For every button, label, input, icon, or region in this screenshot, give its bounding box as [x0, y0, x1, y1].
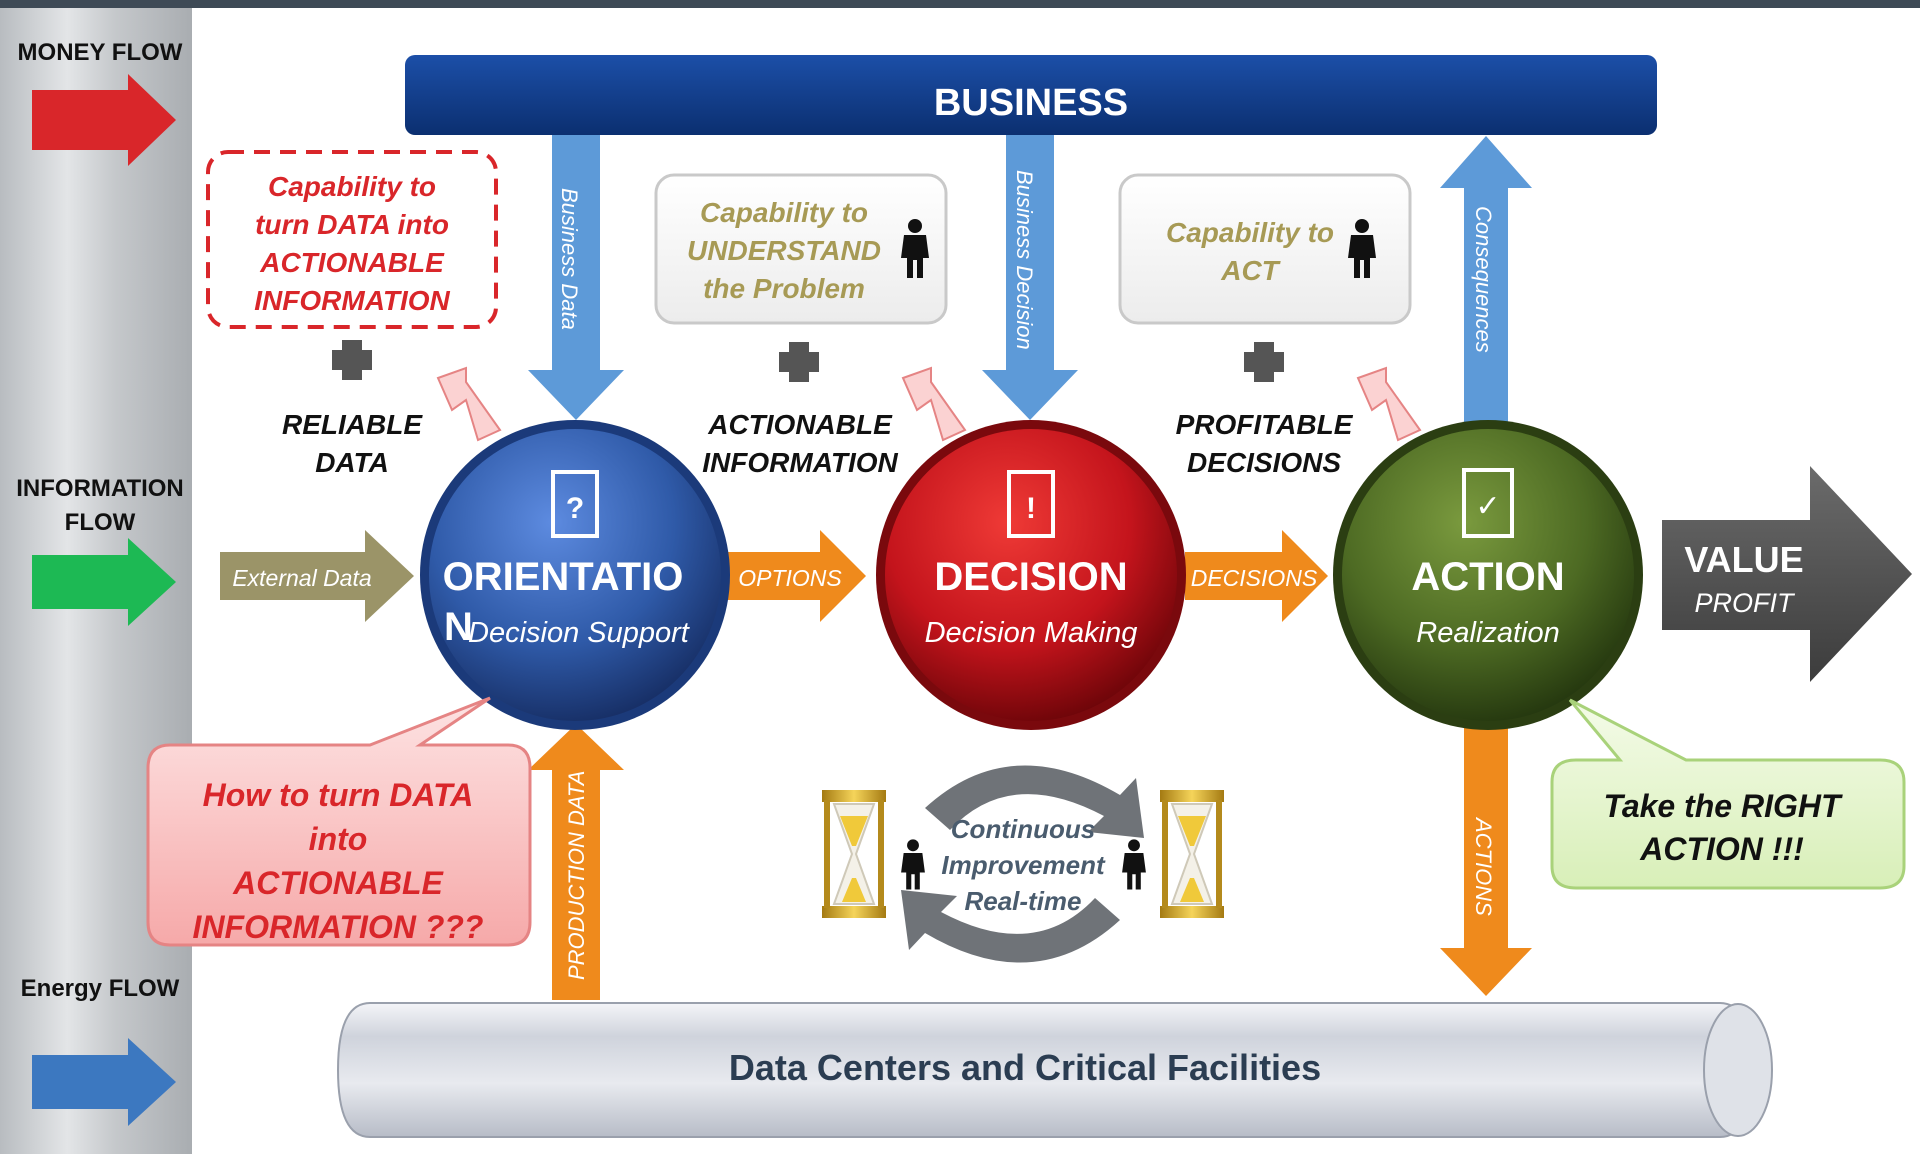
continuous-improvement-cycle: Continuous Improvement Real-time: [901, 765, 1146, 963]
orientation-subtitle: Decision Support: [468, 617, 691, 649]
question-callout-line1: How to turn DATA: [203, 777, 474, 813]
question-callout-line2: into: [309, 821, 368, 857]
person-icon: [901, 839, 925, 890]
options-arrow: [725, 530, 866, 622]
cycle-line3: Real-time: [964, 886, 1081, 916]
orientation-title-line1: ORIENTATIO: [443, 555, 684, 599]
decision-title: DECISION: [934, 555, 1127, 599]
external-data-label: External Data: [232, 565, 371, 591]
cycle-line1: Continuous: [951, 814, 1095, 844]
pink-pointer-arrow: [436, 366, 502, 442]
plus-icon: [332, 340, 372, 380]
capability-data-line2: turn DATA into: [255, 209, 449, 240]
business-bar: [405, 55, 1657, 135]
person-icon: [1122, 839, 1146, 890]
profitable-decisions-line1: PROFITABLE: [1176, 409, 1354, 440]
actionable-information-line1: ACTIONABLE: [707, 409, 893, 440]
checkmark-document-icon: [1462, 468, 1514, 538]
value-title: VALUE: [1684, 539, 1803, 580]
question-callout-line4: INFORMATION ???: [193, 909, 484, 945]
capability-act-line1: Capability to: [1166, 217, 1334, 248]
capability-data-line3: ACTIONABLE: [259, 247, 445, 278]
exclamation-document-icon: [1007, 470, 1055, 538]
action-title: ACTION: [1411, 555, 1564, 599]
action-node: ✓ ACTION Realization: [1333, 420, 1643, 730]
capability-data-box: [206, 150, 498, 329]
question-callout-line3: ACTIONABLE: [232, 865, 444, 901]
decision-node: ! DECISION Decision Making: [876, 420, 1186, 730]
top-bar: [0, 0, 1920, 8]
data-centers-pipe: Data Centers and Critical Facilities: [336, 1002, 1773, 1138]
information-flow-label-line1: INFORMATION: [16, 475, 184, 502]
information-flow-arrow: [32, 538, 176, 626]
hourglass-icon: [822, 790, 886, 918]
decisions-arrow: [1185, 530, 1328, 622]
orientation-glyph: ?: [566, 492, 584, 525]
decision-subtitle: Decision Making: [925, 617, 1138, 649]
consequences-arrow: [1440, 136, 1532, 430]
business-data-arrow: [528, 135, 624, 420]
actions-arrow: [1440, 722, 1532, 996]
capability-understand-line1: Capability to: [700, 197, 868, 228]
business-decision-label: Business Decision: [1012, 170, 1037, 350]
capability-data-line4: INFORMATION: [254, 285, 450, 316]
profitable-decisions-line2: DECISIONS: [1187, 447, 1341, 478]
value-arrow: [1662, 466, 1912, 682]
capability-understand-line2: UNDERSTAND: [687, 235, 881, 266]
actionable-information-line2: INFORMATION: [702, 447, 898, 478]
capability-act-line2: ACT: [1220, 255, 1281, 286]
data-centers-label: Data Centers and Critical Facilities: [729, 1047, 1321, 1088]
business-label: BUSINESS: [934, 82, 1128, 124]
energy-flow-label: Energy FLOW: [21, 975, 180, 1002]
money-flow-arrow: [32, 74, 176, 166]
orientation-node: ? ORIENTATIO N Decision Support: [420, 420, 730, 730]
consequences-label: Consequences: [1471, 206, 1496, 353]
cycle-arrows-icon: [925, 765, 1144, 838]
value-subtitle: PROFIT: [1695, 588, 1797, 618]
capability-understand-line3: the Problem: [703, 273, 865, 304]
information-flow-label-line2: FLOW: [65, 509, 136, 536]
production-data-arrow: [528, 724, 624, 1000]
reliable-data-line2: DATA: [315, 447, 389, 478]
energy-flow-arrow: [32, 1038, 176, 1126]
action-subtitle: Realization: [1416, 617, 1559, 649]
business-data-label: Business Data: [557, 188, 582, 330]
money-flow-label: MONEY FLOW: [18, 39, 183, 66]
plus-icon: [779, 342, 819, 382]
cycle-arrows-icon: [901, 890, 1120, 963]
question-document-icon: [551, 470, 599, 538]
right-action-line2: ACTION !!!: [1639, 831, 1804, 867]
reliable-data-line1: RELIABLE: [282, 409, 423, 440]
capability-data-line1: Capability to: [268, 171, 436, 202]
decision-glyph: !: [1026, 492, 1036, 525]
pink-pointer-arrow: [1356, 366, 1422, 442]
capability-understand-box: [654, 173, 948, 325]
external-data-arrow: [220, 530, 414, 622]
hourglass-icon: [1160, 790, 1224, 918]
pink-pointer-arrow: [901, 366, 967, 442]
orientation-title-line2: N: [444, 605, 473, 649]
business-decision-arrow: [982, 135, 1078, 420]
production-data-label: PRODUCTION DATA: [564, 771, 589, 980]
cycle-line2: Improvement: [941, 850, 1106, 880]
plus-icon: [1244, 342, 1284, 382]
decisions-label: DECISIONS: [1191, 565, 1318, 591]
right-action-callout: [1550, 698, 1906, 890]
action-glyph: ✓: [1475, 490, 1500, 523]
capability-act-box: [1118, 173, 1412, 325]
right-action-line1: Take the RIGHT: [1603, 788, 1843, 824]
options-label: OPTIONS: [738, 565, 842, 591]
question-callout: [146, 696, 532, 947]
actions-label: ACTIONS: [1471, 816, 1496, 916]
